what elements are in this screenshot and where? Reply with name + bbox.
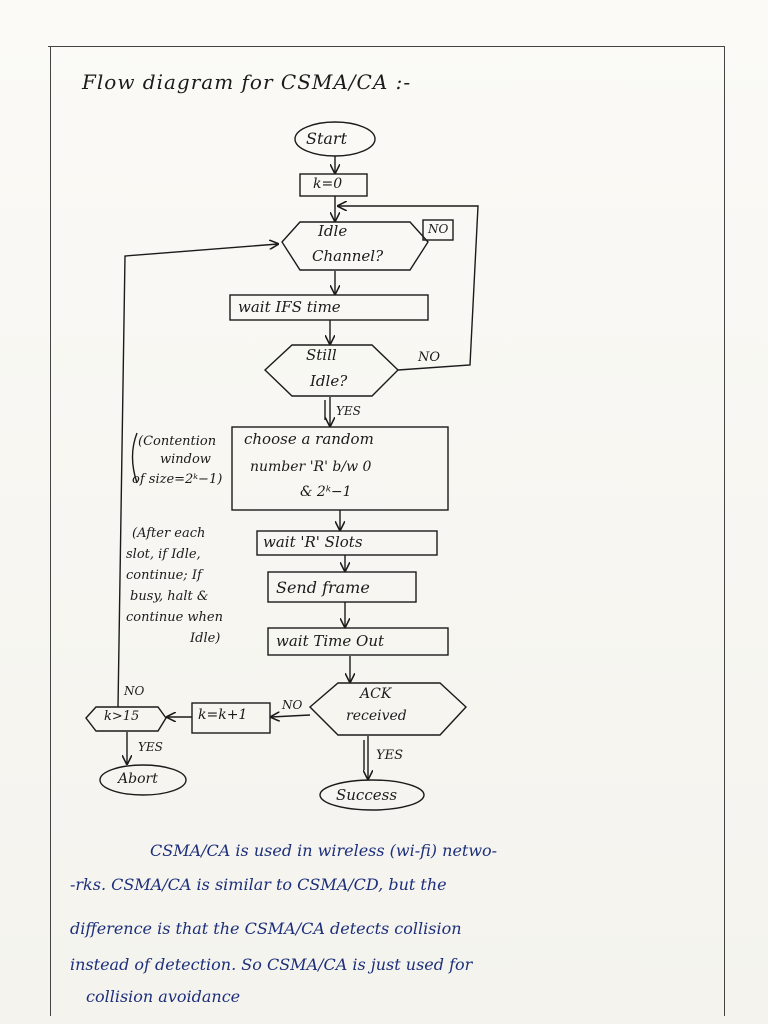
init-box <box>299 173 368 197</box>
note-line-5: collision avoidance <box>86 987 241 1006</box>
note-line-1: CSMA/CA is used in wireless (wi-fi) netw… <box>150 841 498 860</box>
start-label: Start <box>306 129 348 148</box>
still-yes-label: YES <box>336 404 361 418</box>
arrow-still-no-loop <box>338 206 479 371</box>
send-box <box>267 571 417 603</box>
slot-note-2: slot, if Idle, <box>126 547 201 562</box>
still-label-2: Idle? <box>310 372 348 390</box>
contention-note-2: window <box>160 452 211 467</box>
success-label: Success <box>336 786 398 804</box>
kcheck-no-label: NO <box>124 684 145 698</box>
slot-note-3: continue; If <box>126 568 202 583</box>
wait-r-label: wait 'R' Slots <box>263 533 363 551</box>
left-border <box>50 46 51 1016</box>
abort-node <box>99 764 187 796</box>
ack-yes-label: YES <box>376 748 403 763</box>
idle-decision <box>281 221 429 271</box>
idle-no-box <box>422 219 454 241</box>
idle-label-1: Idle <box>318 222 348 240</box>
timeout-label: wait Time Out <box>276 632 385 650</box>
wait-ifs-box <box>229 294 429 321</box>
note-line-2: -rks. CSMA/CA is similar to CSMA/CD, but… <box>70 875 447 894</box>
idle-no-label: NO <box>428 222 449 236</box>
top-border <box>48 46 724 47</box>
ack-no-label: NO <box>282 698 303 712</box>
timeout-box <box>267 627 449 656</box>
slot-note-4: busy, halt & <box>130 589 209 604</box>
page-title: Flow diagram for CSMA/CA :- <box>82 70 412 94</box>
idle-label-2: Channel? <box>312 247 384 265</box>
success-node <box>319 779 425 811</box>
slot-note-1: (After each <box>132 526 206 541</box>
still-no-label: NO <box>418 350 441 365</box>
abort-label: Abort <box>118 771 158 787</box>
kcheck-yes-label: YES <box>138 740 163 754</box>
ack-label-2: received <box>346 708 407 724</box>
contention-note-3: of size=2ᵏ−1) <box>132 472 223 487</box>
arrow-ack-no <box>271 715 311 717</box>
note-line-4: instead of detection. So CSMA/CA is just… <box>70 955 473 974</box>
note-line-3: difference is that the CSMA/CA detects c… <box>70 919 462 938</box>
arrow-kcheck-no-loop <box>117 244 278 708</box>
choose-label-1: choose a random <box>244 430 374 448</box>
send-label: Send frame <box>276 578 370 597</box>
kcheck-label: k>15 <box>104 709 140 724</box>
kcheck-decision <box>85 706 167 732</box>
choose-label-2: number 'R' b/w 0 <box>250 459 372 475</box>
contention-note-1: (Contention <box>138 434 217 449</box>
slot-note-5: continue when <box>126 610 223 625</box>
ack-decision <box>308 682 467 736</box>
init-label: k=0 <box>313 176 343 192</box>
still-label-1: Still <box>306 346 337 364</box>
increment-label: k=k+1 <box>198 707 248 723</box>
wait-r-box <box>256 530 438 556</box>
choose-label-3: & 2ᵏ−1 <box>300 484 352 500</box>
ack-label-1: ACK <box>360 686 392 702</box>
wait-ifs-label: wait IFS time <box>238 298 341 316</box>
slot-note-6: Idle) <box>190 631 221 646</box>
right-border <box>724 46 725 1016</box>
contention-bracket <box>131 432 138 484</box>
